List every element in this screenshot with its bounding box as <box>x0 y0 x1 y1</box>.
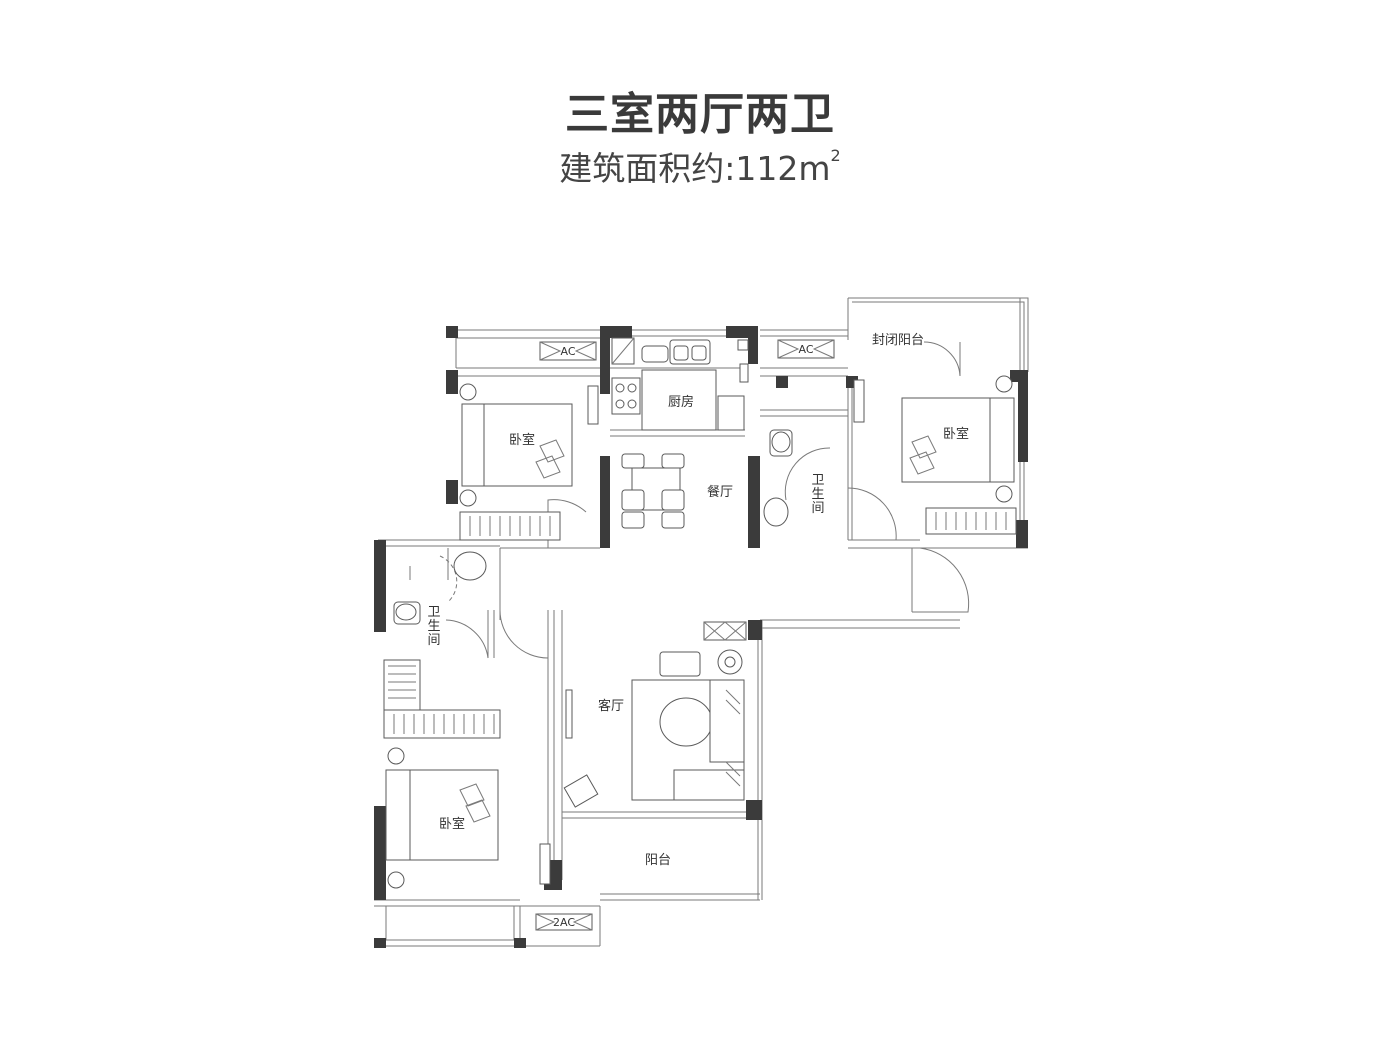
room-label-closed-balcony: 封闭阳台 <box>872 333 924 348</box>
ac-unit-2: AC <box>777 339 835 359</box>
svg-text:生: 生 <box>811 487 824 502</box>
svg-text:卫: 卫 <box>811 473 824 488</box>
living-furniture <box>563 621 747 808</box>
room-label-kitchen: 厨房 <box>668 394 694 410</box>
bathroom-left-fixtures <box>393 551 487 625</box>
ac-unit-1: AC <box>539 341 597 361</box>
walls <box>374 326 1028 948</box>
ac-unit-3: 2AC <box>535 913 593 931</box>
svg-text:间: 间 <box>811 501 824 516</box>
svg-text:间: 间 <box>427 633 440 648</box>
bed-bottom-left <box>385 747 551 889</box>
room-label-living: 客厅 <box>598 698 624 714</box>
kitchen-fixtures <box>587 337 749 431</box>
wardrobes-left <box>383 659 501 739</box>
outline-lines <box>374 297 1029 947</box>
room-label-bedroom-right: 卧室 <box>943 426 969 442</box>
room-label-bathroom-right: 卫 生 间 <box>811 473 824 516</box>
room-label-bedroom-bottom-left: 卧室 <box>439 816 465 832</box>
room-label-dining: 餐厅 <box>707 484 733 500</box>
plan-title: 三室两厅两卫 <box>565 89 835 140</box>
area-unit-superscript: 2 <box>830 146 841 165</box>
room-label-bathroom-left: 卫 生 间 <box>427 605 440 648</box>
svg-text:生: 生 <box>427 619 440 634</box>
bed-right <box>853 375 1017 535</box>
doors <box>439 341 970 659</box>
bed-top-left <box>459 383 573 541</box>
room-label-bedroom-top-left: 卧室 <box>509 432 535 448</box>
area-subtitle: 建筑面积约:112m2 <box>0 142 1400 190</box>
ac-label-2: AC <box>798 343 813 356</box>
area-label: 建筑面积约:112m <box>559 149 831 188</box>
room-label-balcony: 阳台 <box>645 853 671 868</box>
ac-label-1: AC <box>560 345 575 358</box>
svg-text:卫: 卫 <box>427 605 440 620</box>
ac-label-3: 2AC <box>553 916 575 929</box>
bathroom-right-fixtures <box>763 429 793 527</box>
dining-table <box>621 453 685 529</box>
